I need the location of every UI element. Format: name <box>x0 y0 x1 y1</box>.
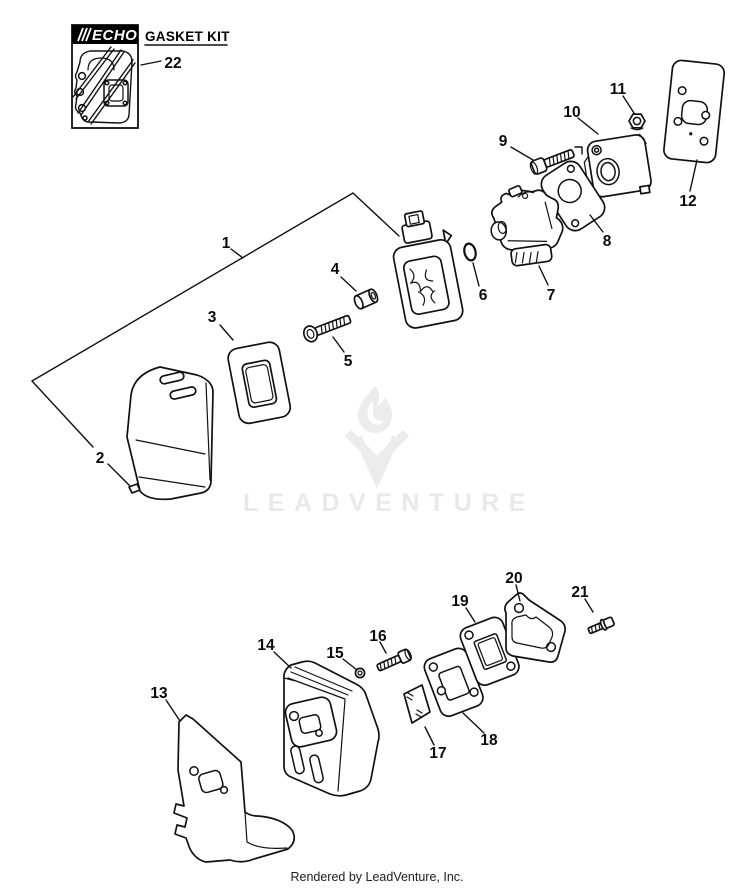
callout-14[interactable]: 14 <box>257 637 275 654</box>
leader-line-9 <box>510 146 534 161</box>
leader-line-14 <box>273 651 292 669</box>
echo-logo-banner <box>72 25 138 44</box>
callout-13[interactable]: 13 <box>150 685 168 702</box>
gasket-8-illustration <box>540 160 606 232</box>
heat-shield-13-illustration <box>173 714 296 863</box>
callout-22[interactable]: 22 <box>164 55 181 72</box>
callout-18[interactable]: 18 <box>480 732 498 749</box>
muffler-plate-20-illustration <box>504 592 567 663</box>
callout-15[interactable]: 15 <box>326 645 344 662</box>
leader-line-5 <box>332 336 345 353</box>
callout-3[interactable]: 3 <box>208 309 217 326</box>
callout-7[interactable]: 7 <box>547 287 556 304</box>
muffler-14-illustration <box>283 660 380 797</box>
callout-5[interactable]: 5 <box>344 353 353 370</box>
leader-line-10 <box>577 117 599 135</box>
leader-tick-1 <box>230 248 244 259</box>
screw-5-illustration <box>302 314 352 343</box>
leader-line-21 <box>584 598 594 613</box>
leader-line-8 <box>589 214 604 233</box>
air-filter-3-illustration <box>227 341 292 425</box>
callout-12[interactable]: 12 <box>679 193 696 210</box>
leader-line-13 <box>165 699 181 722</box>
echo-logo-stripes-icon <box>77 27 92 42</box>
leader-line-4 <box>340 276 357 292</box>
washer-15-illustration <box>354 667 366 679</box>
callout-6[interactable]: 6 <box>479 287 488 304</box>
leader-line-1-2 <box>31 192 400 490</box>
leadventure-watermark: LEADVENTURE <box>243 386 535 517</box>
leader-line-3 <box>219 324 234 341</box>
leader-line-12 <box>689 159 698 192</box>
leader-line-6 <box>472 262 480 287</box>
air-cleaner-case-illustration <box>392 210 464 329</box>
callout-1[interactable]: 1 <box>222 235 231 252</box>
leader-line-19 <box>465 607 476 623</box>
echo-logo-text: ECHO <box>92 27 137 44</box>
gasket-kit-title: GASKET KIT <box>145 29 230 44</box>
leader-line-16 <box>379 641 387 654</box>
bolt-9-illustration <box>529 148 575 175</box>
leader-line-20 <box>515 584 521 602</box>
nut-11-illustration <box>628 113 646 131</box>
callout-16[interactable]: 16 <box>369 628 387 645</box>
callout-2[interactable]: 2 <box>96 450 105 467</box>
screw-21-illustration <box>587 616 615 635</box>
callout-4[interactable]: 4 <box>331 261 340 278</box>
callout-19[interactable]: 19 <box>451 593 469 610</box>
air-cleaner-cover-illustration <box>126 366 214 501</box>
leadventure-flame-icon <box>344 386 410 489</box>
spark-arrestor-screen-17-illustration <box>403 684 431 724</box>
callout-21[interactable]: 21 <box>571 584 589 601</box>
bolt-16-illustration <box>376 648 412 672</box>
leader-line-11 <box>622 95 635 114</box>
leader-line-17 <box>424 726 435 746</box>
leader-line-18 <box>462 712 485 734</box>
leader-line-15 <box>342 658 358 671</box>
leader-line-22 <box>140 60 162 66</box>
spacer-4-illustration <box>353 288 379 310</box>
watermark-brand-text: LEADVENTURE <box>243 489 535 517</box>
carburetor-7-illustration <box>490 184 564 267</box>
callout-10[interactable]: 10 <box>563 104 580 121</box>
callout-8[interactable]: 8 <box>603 233 612 250</box>
callout-9[interactable]: 9 <box>499 133 508 150</box>
gasket-12-illustration <box>663 59 726 164</box>
footer-credit: Rendered by LeadVenture, Inc. <box>290 870 463 884</box>
bolt-9-install-elbow-line <box>574 146 583 155</box>
callout-17[interactable]: 17 <box>429 745 446 762</box>
bracket-plate-10-illustration <box>583 133 652 198</box>
gasket-kit-box: ECHO GASKET KIT 22 <box>71 24 230 129</box>
o-ring-6-illustration <box>463 242 477 262</box>
callout-11[interactable]: 11 <box>610 81 627 98</box>
leader-line-7 <box>538 265 549 286</box>
gasket-kit-illustration <box>72 46 136 125</box>
callout-20[interactable]: 20 <box>505 570 522 587</box>
